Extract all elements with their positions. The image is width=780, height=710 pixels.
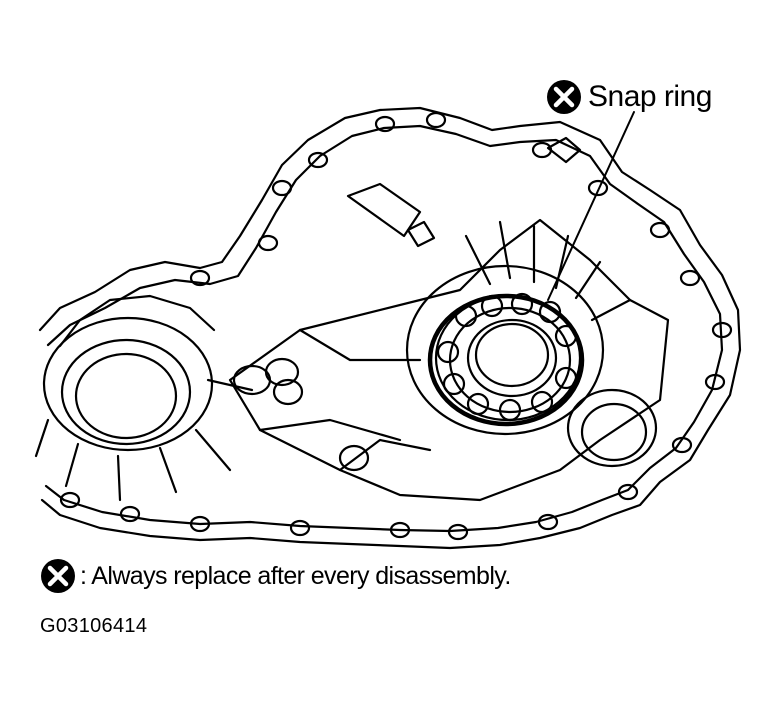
legend-text: : Always replace after every disassembly…	[80, 561, 511, 590]
rib-plate	[228, 218, 670, 502]
snap-ring-label: Snap ring	[588, 80, 712, 113]
small-right-bore	[566, 388, 658, 468]
housing-outer-flange	[38, 106, 742, 550]
snap-ring-leader	[547, 111, 635, 301]
legend: : Always replace after every disassembly…	[40, 556, 511, 596]
figure-code: G03106414	[40, 615, 148, 637]
replace-part-x-icon	[547, 80, 581, 114]
replace-part-x-icon	[41, 559, 75, 593]
snap-ring-callout: Snap ring	[546, 78, 712, 116]
snap-ring	[427, 293, 585, 427]
left-output-bore	[34, 294, 254, 502]
bolt-holes	[59, 111, 733, 541]
housing-inner-flange	[44, 124, 724, 533]
